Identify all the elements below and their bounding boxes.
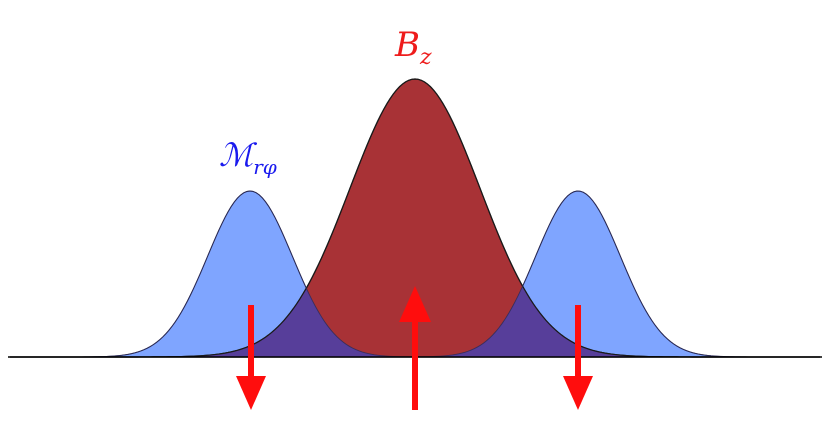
left-arrow bbox=[236, 305, 266, 410]
field-label-main: B bbox=[394, 25, 420, 65]
stress-label: ℳrφ bbox=[219, 136, 277, 179]
field-label-sub: z bbox=[419, 45, 432, 70]
stress-label-sub: rφ bbox=[253, 155, 277, 179]
center-arrow bbox=[399, 286, 431, 410]
right-arrow bbox=[563, 305, 593, 410]
stress-label-main: ℳ bbox=[219, 136, 258, 174]
field-label: Bz bbox=[394, 25, 432, 70]
